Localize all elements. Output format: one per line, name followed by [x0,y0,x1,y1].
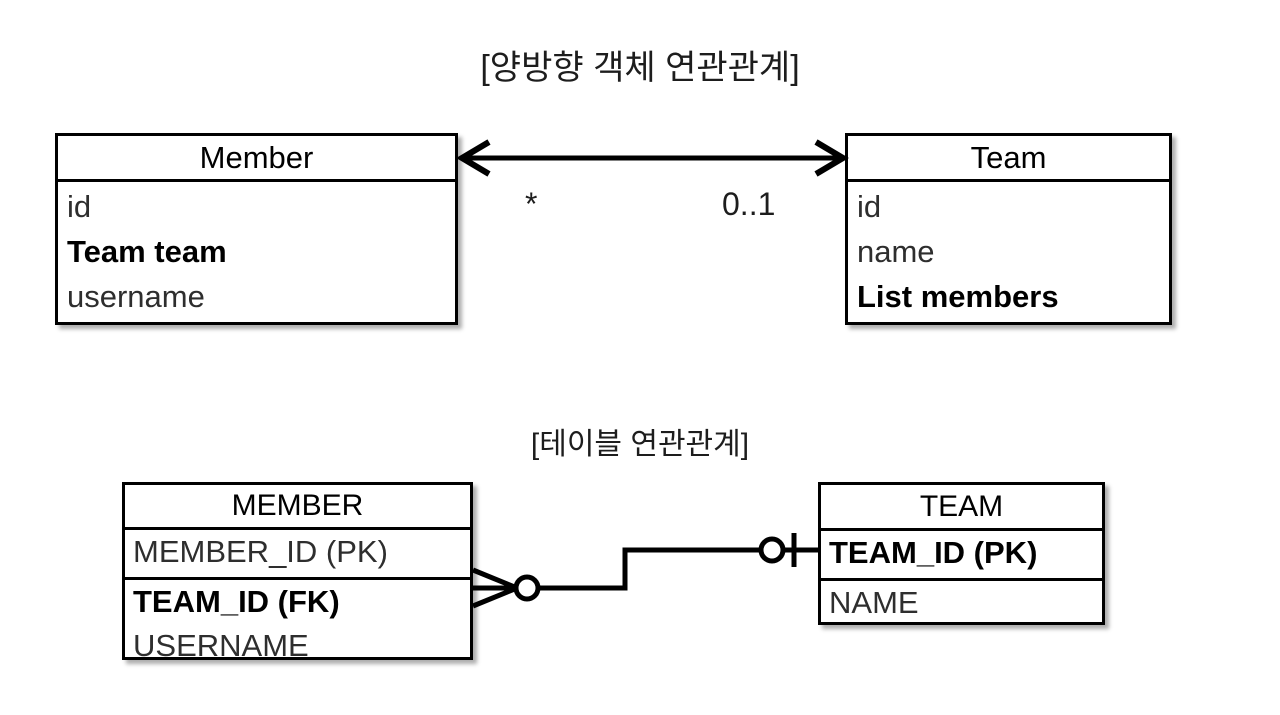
class-name-member: Member [58,136,455,182]
class-attribute: username [67,279,205,314]
class-attribute: List members [857,279,1059,314]
class-attribute: id [67,189,92,224]
er-table-team: TEAM TEAM_ID (PK) NAME [818,482,1105,625]
er-table-name-member: MEMBER [125,485,470,530]
association-arrow [455,138,850,184]
class-name-team: Team [848,136,1169,182]
class-attribute: name [857,234,935,269]
class-box-team: Team id name List members [845,133,1172,325]
er-column: TEAM_ID (PK) [829,535,1038,570]
er-column: TEAM_ID (FK) [133,584,340,619]
er-table-member: MEMBER MEMBER_ID (PK) TEAM_ID (FK) USERN… [122,482,473,663]
er-column: USERNAME [133,628,309,663]
er-column-group-fields: TEAM_ID (FK) USERNAME [125,580,470,663]
er-column-group-fields: NAME [821,581,1102,625]
class-attribute: id [857,189,882,224]
class-box-member: Member id Team team username [55,133,458,325]
object-model-title: [양방향 객체 연관관계] [480,49,800,87]
er-column: MEMBER_ID (PK) [133,534,388,569]
multiplicity-source: * [525,186,538,222]
class-attributes-member: id Team team username [58,182,455,322]
er-column-group-pk: MEMBER_ID (PK) [125,530,470,580]
er-column: NAME [829,585,919,620]
table-model-title: [테이블 연관관계] [530,428,750,461]
er-relationship-connector [460,525,830,615]
multiplicity-target: 0..1 [722,186,776,222]
er-table-name-team: TEAM [821,485,1102,531]
er-column-group-pk: TEAM_ID (PK) [821,531,1102,581]
class-attributes-team: id name List members [848,182,1169,322]
class-attribute: Team team [67,234,227,269]
